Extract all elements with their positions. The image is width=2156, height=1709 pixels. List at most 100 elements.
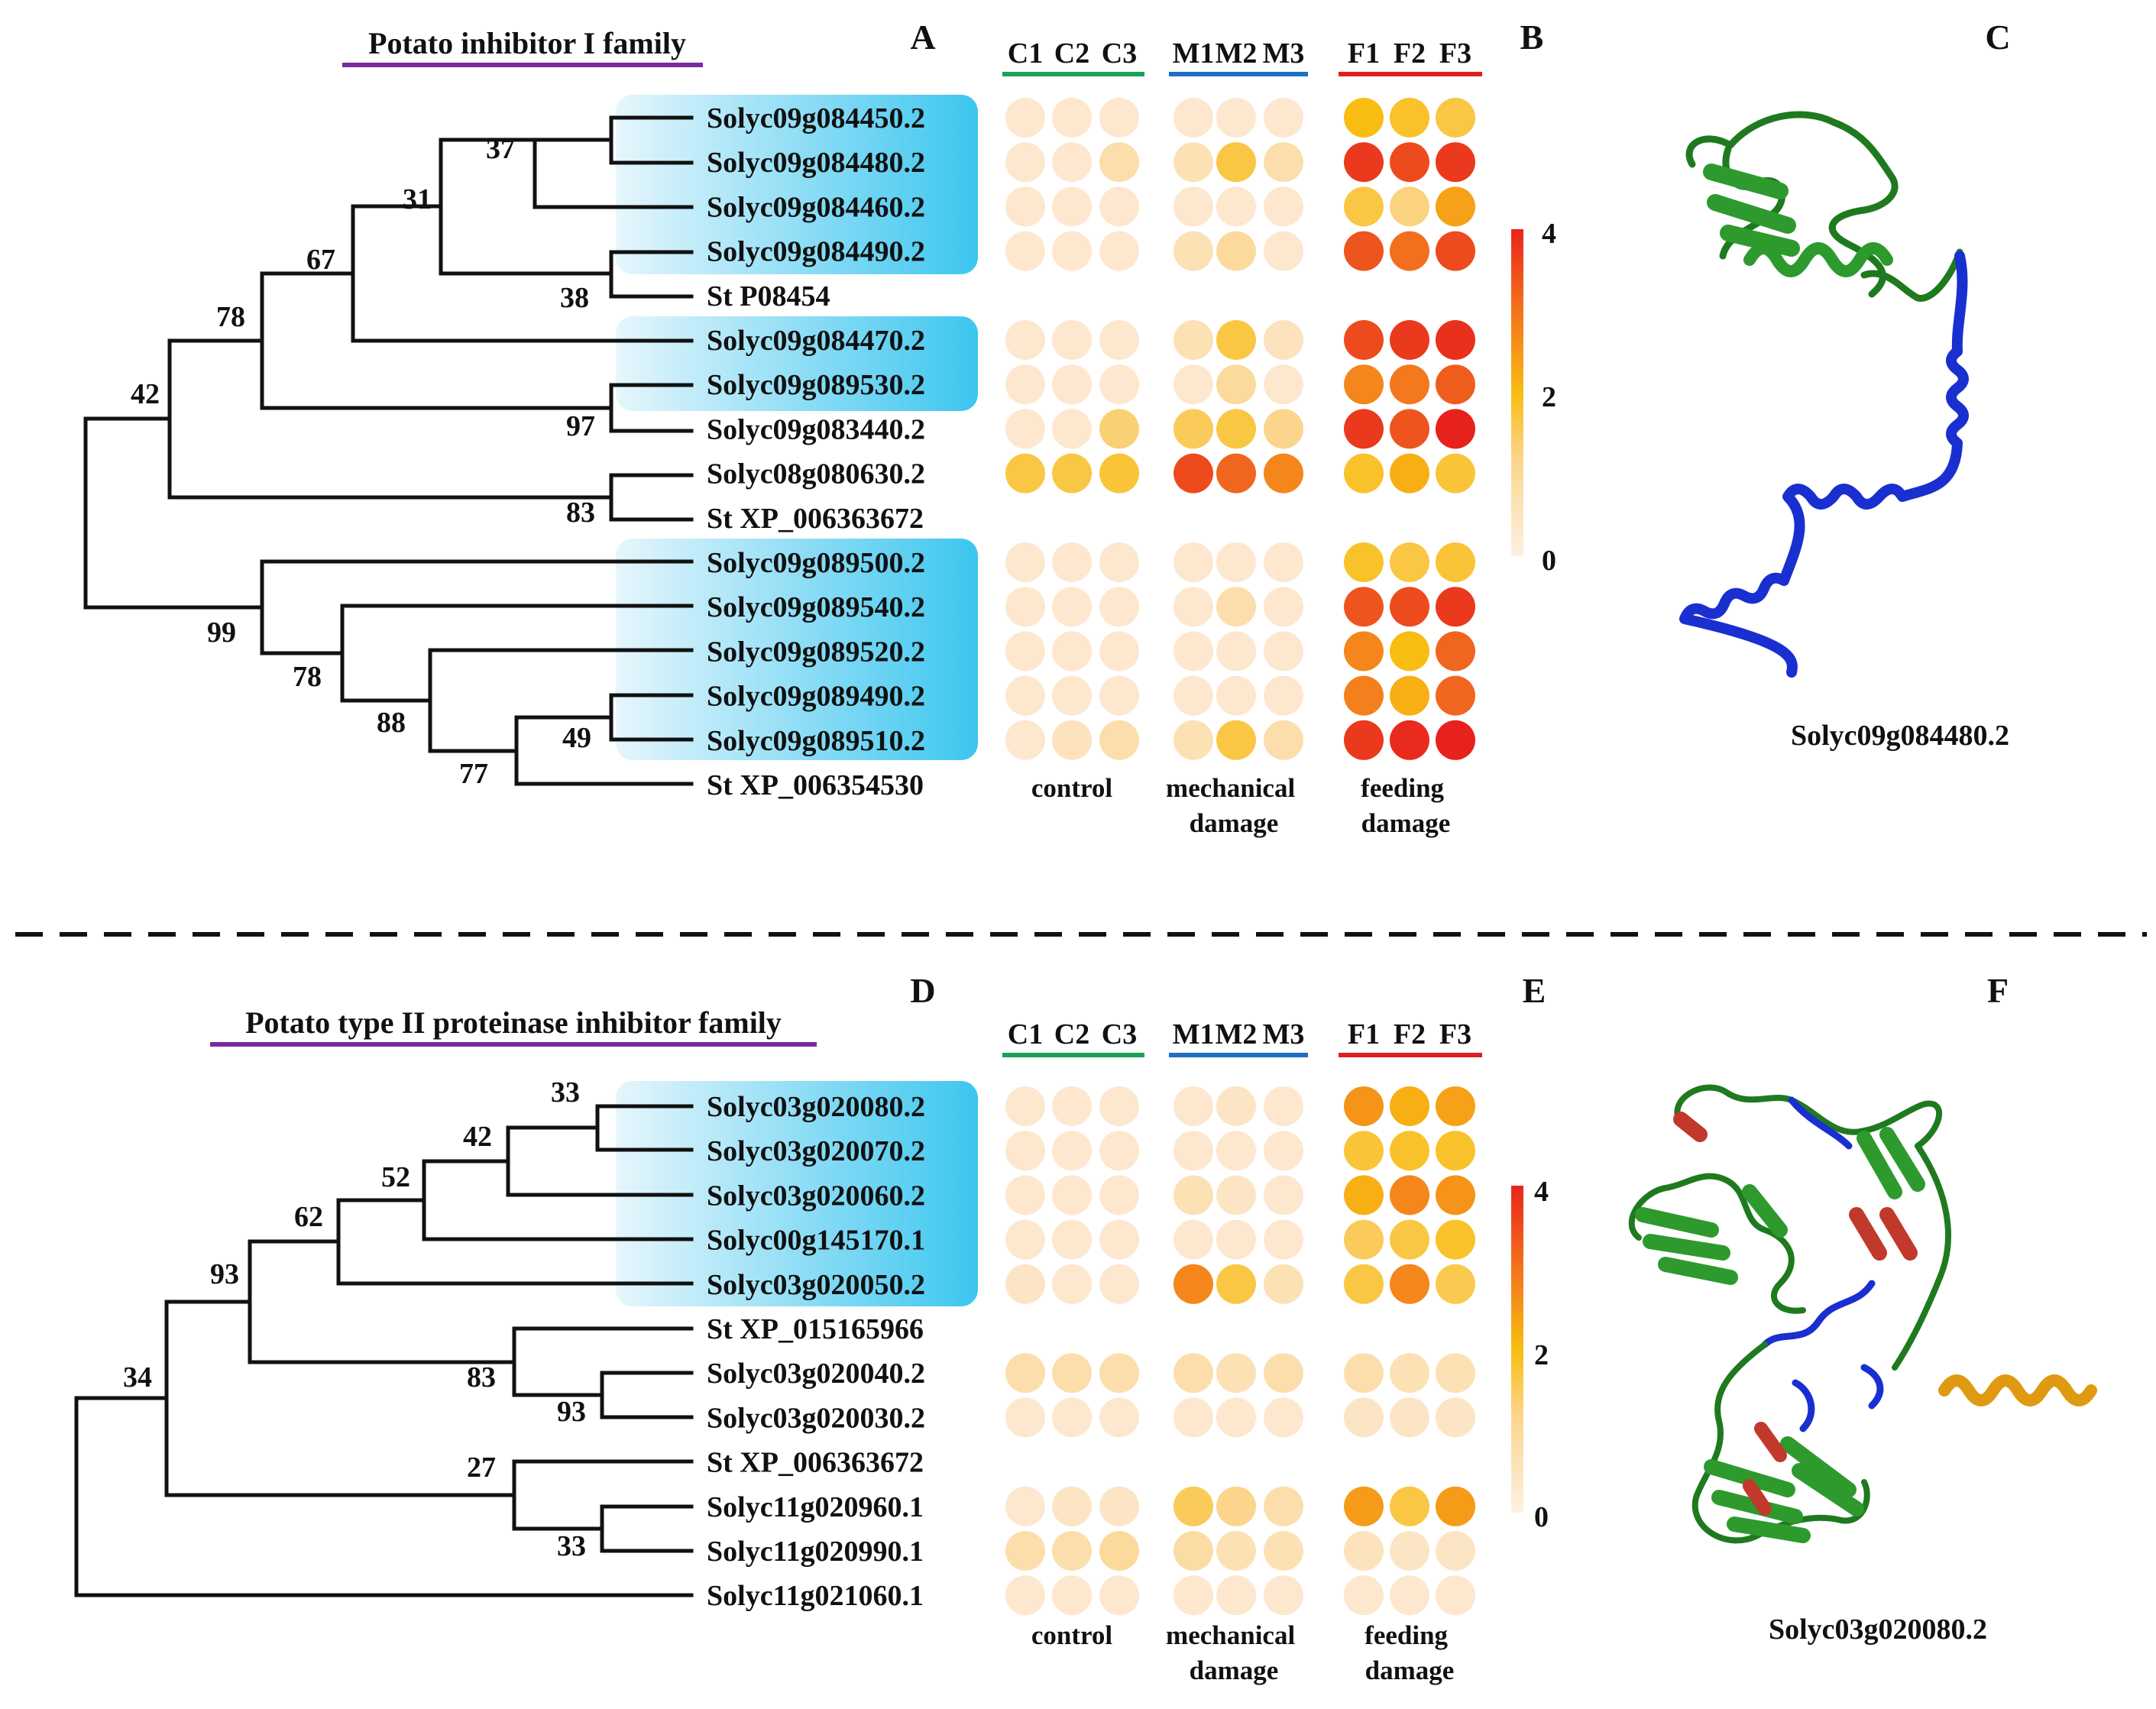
heatmap-cell (1173, 1131, 1213, 1171)
heatmap-cell (1344, 231, 1384, 271)
heatmap-cell (1264, 1397, 1303, 1438)
colorbar-max-label: 4 (1542, 218, 1556, 250)
heatmap-cell (1436, 1219, 1475, 1260)
bootstrap-value: 37 (486, 133, 515, 165)
protein-structure-f (1628, 1084, 2097, 1544)
heatmap-cell (1344, 1353, 1384, 1393)
structure-caption-f: Solyc03g020080.2 (1769, 1614, 1987, 1646)
heatmap-cell (1216, 1086, 1256, 1126)
heatmap-cell (1173, 675, 1213, 716)
heatmap-cell (1173, 186, 1213, 227)
bottom-panel: Potato type II proteinase inhibitor fami… (74, 971, 2097, 1685)
heatmap-cell (1052, 231, 1092, 271)
heatmap-cell (1264, 364, 1303, 405)
bootstrap-value: 33 (557, 1530, 586, 1562)
structure-sheet-red (1673, 1112, 1918, 1261)
heatmap-cell (1052, 631, 1092, 672)
colorbar-min-label: 0 (1534, 1501, 1549, 1533)
heatmap-cell (1099, 320, 1139, 360)
structure-sheet-red (1743, 1422, 1787, 1516)
heatmap-cell (1436, 1531, 1475, 1571)
heatmap-cell (1052, 1575, 1092, 1616)
heatmap-cell (1052, 587, 1092, 627)
bootstrap-value: 78 (216, 301, 245, 333)
heatmap-cell (1005, 720, 1045, 760)
column-header: F3 (1439, 1018, 1471, 1050)
heatmap-cell (1173, 1175, 1213, 1215)
heatmap-cell (1052, 1531, 1092, 1571)
heatmap-cell (1099, 587, 1139, 627)
heatmap-cell (1216, 1486, 1256, 1526)
heatmap-cell (1436, 631, 1475, 672)
top-tree-branches (83, 115, 694, 786)
heatmap-cell (1436, 186, 1475, 227)
bootstrap-value: 78 (293, 661, 322, 693)
leaf-label: Solyc08g080630.2 (707, 458, 925, 490)
bootstrap-value: 77 (459, 758, 488, 790)
column-header: M2 (1216, 37, 1258, 70)
bootstrap-value: 33 (551, 1076, 580, 1109)
heatmap-cell (1005, 320, 1045, 360)
heatmap-cell (1390, 1086, 1429, 1126)
heatmap-cell (1344, 675, 1384, 716)
heatmap-cell (1005, 231, 1045, 271)
heatmap-cell (1216, 1353, 1256, 1393)
heatmap-cell (1005, 98, 1045, 138)
bootstrap-value: 42 (463, 1121, 492, 1153)
leaf-label: Solyc09g089540.2 (707, 591, 925, 623)
heatmap-cell (1216, 98, 1256, 138)
column-header: F2 (1394, 1018, 1426, 1050)
heatmap-cell (1264, 1219, 1303, 1260)
heatmap-cell (1052, 186, 1092, 227)
leaf-label: Solyc09g084470.2 (707, 325, 925, 357)
heatmap-cell (1099, 186, 1139, 227)
heatmap-cell (1344, 1086, 1384, 1126)
structure-helix-orange (1938, 1374, 2097, 1406)
structure-helix-blue (1679, 251, 1969, 678)
heatmap-cell (1436, 453, 1475, 494)
heatmap-cell (1052, 675, 1092, 716)
heatmap-cell (1216, 631, 1256, 672)
leaf-label: St XP_006363672 (707, 1447, 924, 1479)
bootstrap-value: 83 (467, 1361, 496, 1393)
heatmap-cell (1344, 98, 1384, 138)
heatmap-cell (1390, 409, 1429, 449)
heatmap-cell (1173, 98, 1213, 138)
heatmap-cell (1390, 364, 1429, 405)
heatmap-cell (1264, 142, 1303, 183)
group-bar (1339, 72, 1482, 76)
column-header: F3 (1439, 37, 1471, 70)
heatmap-cell (1344, 1575, 1384, 1616)
heatmap-cell (1216, 1575, 1256, 1616)
leaf-label: Solyc03g020050.2 (707, 1269, 925, 1301)
heatmap-cell (1005, 1397, 1045, 1438)
structure-loop (1628, 1173, 1806, 1314)
highlight-box (616, 1081, 978, 1306)
group-bar (1169, 72, 1308, 76)
leaf-label: Solyc09g089510.2 (707, 725, 925, 757)
heatmap-cell (1052, 720, 1092, 760)
leaf-label: Solyc11g020990.1 (707, 1536, 924, 1568)
heatmap-cell (1344, 142, 1384, 183)
bottom-bootstrap-labels: 33 42 52 62 93 34 83 93 27 33 (123, 1076, 586, 1562)
top-heatmap (1005, 98, 1475, 760)
heatmap-cell (1099, 142, 1139, 183)
column-header: C2 (1054, 37, 1089, 70)
column-header: M1 (1173, 37, 1215, 70)
heatmap-cell (1099, 1086, 1139, 1126)
heatmap-cell (1436, 98, 1475, 138)
colorbar-gradient (1511, 229, 1523, 556)
top-bootstrap-labels: 37 31 67 38 78 42 97 83 99 78 88 49 77 (131, 133, 595, 790)
bottom-colorbar: 4 2 0 (1511, 1176, 1549, 1533)
heatmap-cell (1216, 587, 1256, 627)
structure-loop (1685, 111, 1899, 298)
heatmap-cell (1005, 1575, 1045, 1616)
column-header: M1 (1173, 1018, 1215, 1050)
heatmap-cell (1264, 186, 1303, 227)
group-bar (1002, 1053, 1144, 1057)
heatmap-cell (1264, 231, 1303, 271)
heatmap-cell (1005, 1486, 1045, 1526)
heatmap-cell (1173, 720, 1213, 760)
bootstrap-value: 83 (566, 497, 595, 529)
heatmap-cell (1216, 142, 1256, 183)
